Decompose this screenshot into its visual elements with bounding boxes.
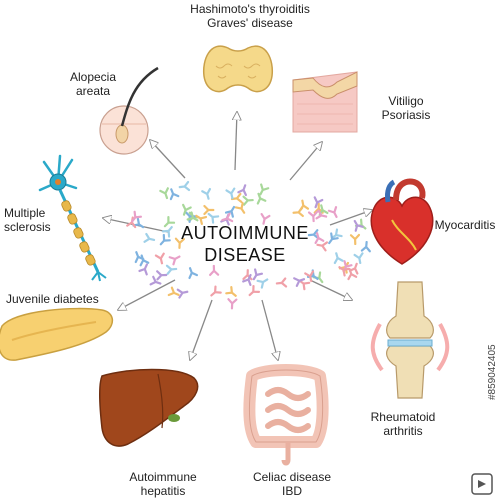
label-hair-line1: Alopecia — [69, 70, 117, 84]
label-intestine-line2: IBD — [281, 484, 302, 498]
label-skin: Vitiligo Psoriasis — [366, 94, 446, 122]
antibody-icon — [307, 210, 319, 223]
label-liver: Autoimmune hepatitis — [118, 470, 208, 498]
antibody-icon — [143, 232, 157, 245]
antibody-icon — [165, 263, 178, 275]
label-thyroid-line2: Graves' disease — [207, 16, 293, 30]
label-intestine-line1: Celiac disease — [252, 470, 332, 484]
label-neuron-line1: Multiple — [4, 206, 46, 220]
arrow-joint — [309, 279, 352, 300]
arrow-skin — [289, 142, 322, 181]
label-pancreas-line1: Juvenile diabetes — [6, 292, 99, 306]
intestine-illustration — [243, 364, 329, 466]
label-pancreas: Juvenile diabetes — [6, 292, 99, 306]
antibody-icon — [132, 217, 147, 232]
antibody-icon — [275, 277, 288, 289]
antibody-icon — [159, 187, 172, 201]
label-joint-line1: Rheumatoid — [370, 410, 436, 424]
label-liver-line1: Autoimmune — [129, 470, 197, 484]
stock-id: #859042405 — [487, 344, 497, 400]
antibody-icon — [178, 180, 191, 193]
antibody-icon — [154, 252, 167, 266]
antibody-icon — [349, 233, 361, 246]
pancreas-illustration — [0, 307, 114, 361]
label-joint-line2: arthritis — [383, 424, 423, 438]
heart-illustration — [370, 178, 434, 265]
antibody-icon — [156, 269, 168, 281]
antibody-icon — [207, 285, 222, 300]
antibody-icon — [245, 284, 261, 300]
antibody-icon — [208, 264, 220, 277]
antibody-icon — [225, 285, 240, 301]
antibody-icon — [201, 187, 214, 202]
arrow-heart — [329, 210, 372, 226]
antibody-icon — [204, 209, 220, 224]
antibody-icon — [242, 194, 255, 206]
antibody-icon — [297, 198, 310, 212]
antibody-icon — [327, 206, 342, 220]
arrow-intestine — [261, 299, 278, 360]
antibody-icon — [353, 252, 366, 265]
label-neuron: Multiple sclerosis — [4, 206, 51, 234]
antibody-icon — [176, 286, 190, 299]
antibody-icon — [315, 239, 329, 252]
label-neuron-line2: sclerosis — [4, 220, 51, 234]
antibody-icon — [156, 233, 171, 249]
label-intestine: Celiac disease IBD — [240, 470, 344, 498]
liver-illustration — [98, 368, 199, 447]
label-liver-line2: hepatitis — [140, 484, 186, 498]
label-joint: Rheumatoid arthritis — [358, 410, 448, 438]
antibody-icon — [166, 186, 180, 201]
skin-illustration — [292, 71, 358, 133]
antibody-icon — [256, 274, 271, 289]
knee-joint-illustration — [370, 281, 450, 399]
label-hair: Alopecia areata — [58, 70, 128, 98]
label-thyroid-line1: Hashimoto's thyroiditis — [190, 2, 310, 16]
label-skin-line2: Psoriasis — [381, 108, 431, 122]
arrow-hair — [150, 140, 186, 179]
label-heart-line1: Myocarditis — [434, 218, 496, 232]
label-heart: Myocarditis — [433, 218, 497, 232]
antibody-icon — [149, 275, 163, 289]
stock-logo — [471, 473, 493, 495]
center-title-line1: AUTOIMMUNE — [181, 223, 309, 243]
label-hair-line2: areata — [75, 84, 111, 98]
arrow-thyroid — [235, 112, 237, 171]
antibody-icon — [360, 240, 372, 253]
center-title-line2: DISEASE — [204, 245, 286, 265]
arrows — [103, 112, 372, 360]
arrow-liver — [190, 299, 213, 360]
hair-follicle-illustration — [99, 66, 159, 155]
label-thyroid: Hashimoto's thyroiditis Graves' disease — [170, 2, 330, 30]
antibody-icon — [226, 298, 238, 310]
center-title: AUTOIMMUNE DISEASE — [180, 222, 310, 266]
neuron-illustration — [38, 154, 107, 282]
arrow-pancreas — [118, 279, 176, 310]
thyroid-gland-illustration — [202, 45, 274, 93]
antibody-icon — [185, 265, 199, 280]
antibody-icon — [234, 201, 249, 217]
label-skin-line1: Vitiligo — [388, 94, 424, 108]
antibody-icon — [331, 250, 344, 265]
